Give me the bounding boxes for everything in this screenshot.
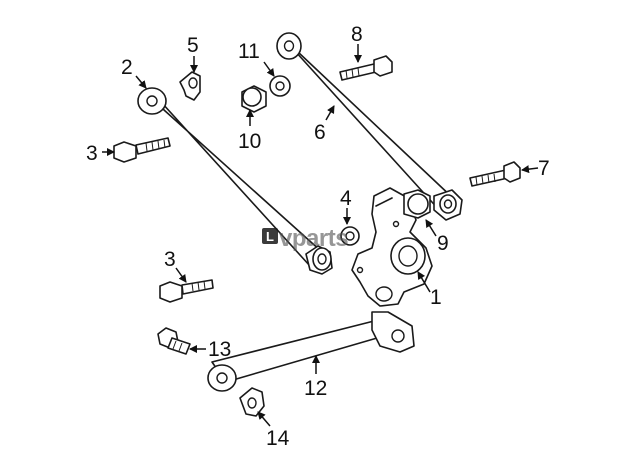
control-arm-left xyxy=(137,87,333,275)
watermark-badge-letter: L xyxy=(266,229,274,244)
callout-13: 13 xyxy=(208,338,231,361)
cam-plate-14 xyxy=(239,387,265,417)
knuckle-assembly xyxy=(351,187,433,307)
leader-3b xyxy=(175,267,187,283)
callout-11: 11 xyxy=(238,40,260,63)
bushing-4 xyxy=(340,226,360,246)
callout-9: 9 xyxy=(437,232,449,255)
callout-3-upper: 3 xyxy=(86,142,98,165)
leader-11 xyxy=(263,61,275,77)
callout-3-lower: 3 xyxy=(164,248,176,271)
watermark-text: vparts xyxy=(279,225,348,252)
bushing-10 xyxy=(241,85,267,113)
callout-8: 8 xyxy=(351,23,363,46)
leader-lines xyxy=(102,44,539,427)
control-arm-right xyxy=(276,32,463,221)
bolt-7 xyxy=(469,161,521,187)
cam-plate-5 xyxy=(179,71,201,101)
leader-2 xyxy=(135,75,147,89)
callout-10: 10 xyxy=(238,130,261,153)
watermark: L vparts xyxy=(262,225,349,252)
watermark-badge xyxy=(262,228,278,244)
leader-7 xyxy=(521,165,539,174)
bolt-3-upper xyxy=(113,137,171,163)
bolt-8 xyxy=(339,55,393,81)
leader-6 xyxy=(325,105,335,121)
callout-14: 14 xyxy=(266,427,290,450)
lower-control-arm xyxy=(207,311,415,392)
bolt-13 xyxy=(157,327,191,355)
bushing-9 xyxy=(403,189,431,219)
callout-12: 12 xyxy=(304,377,327,400)
callout-2: 2 xyxy=(121,56,133,79)
callout-7: 7 xyxy=(538,157,550,180)
washer-11 xyxy=(269,75,291,97)
callout-5: 5 xyxy=(187,34,199,57)
leader-1 xyxy=(417,271,431,293)
leader-14 xyxy=(257,411,271,427)
callout-6: 6 xyxy=(314,121,326,144)
callout-1: 1 xyxy=(430,286,442,309)
bolt-3-lower xyxy=(159,279,214,303)
callout-labels: 1 2 3 3 4 5 6 7 8 9 10 11 12 13 14 xyxy=(86,23,550,450)
leader-9 xyxy=(425,219,437,237)
callout-4: 4 xyxy=(340,187,352,210)
